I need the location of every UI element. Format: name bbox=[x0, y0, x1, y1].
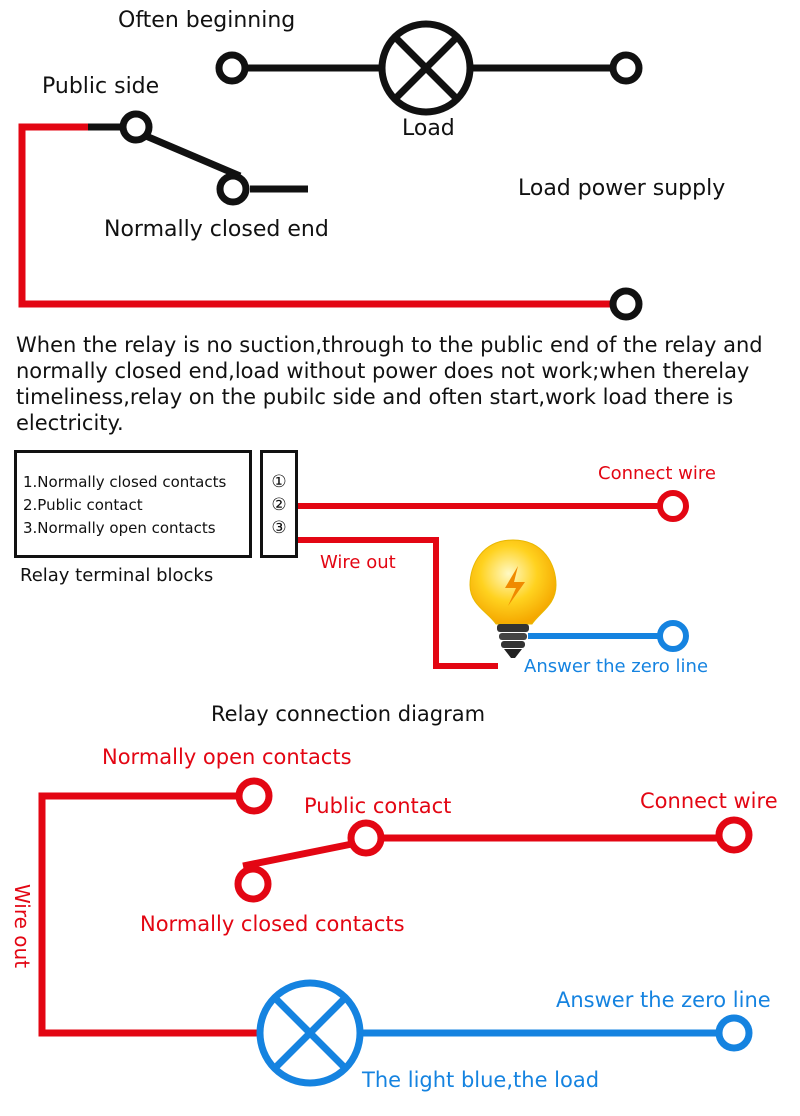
load-lamp-blue-icon bbox=[256, 979, 364, 1087]
connect-wire-terminal bbox=[657, 490, 689, 522]
bottom-wire-out-line bbox=[38, 792, 262, 1037]
terminal-circuit bbox=[298, 490, 689, 669]
zero-line-terminal bbox=[657, 620, 689, 652]
public-side-label: Public side bbox=[42, 74, 160, 99]
zero-line-label: Answer the zero line bbox=[524, 656, 709, 677]
terminal-blocks-caption: Relay terminal blocks bbox=[20, 565, 214, 586]
normally-closed-end-label: Normally closed end bbox=[104, 217, 329, 242]
terminal-item-2: 2.Public contact bbox=[23, 496, 143, 514]
diagram-title: Relay connection diagram bbox=[211, 702, 486, 726]
relay-description: When the relay is no suction,through to … bbox=[16, 333, 763, 435]
load-right-terminal bbox=[609, 51, 643, 85]
connect-wire-label: Connect wire bbox=[598, 463, 716, 484]
terminal-item-3: 3.Normally open contacts bbox=[23, 519, 216, 537]
bottom-zero-line-label: Answer the zero line bbox=[556, 988, 771, 1012]
bottom-connect-wire-terminal bbox=[715, 816, 753, 854]
terminal-number-box: ① ② ③ bbox=[260, 450, 298, 558]
terminal-number-2: ② bbox=[271, 495, 287, 515]
wire-out-line bbox=[298, 537, 498, 669]
often-beginning-terminal bbox=[215, 51, 249, 85]
normally-closed-terminal bbox=[216, 172, 250, 206]
bottom-zero-line-terminal bbox=[715, 1014, 753, 1052]
normally-closed-contact-terminal bbox=[234, 865, 272, 903]
terminal-legend-box: 1.Normally closed contacts 2.Public cont… bbox=[14, 450, 252, 558]
terminal-number-3: ③ bbox=[271, 518, 287, 538]
top-circuit bbox=[18, 20, 643, 321]
load-power-supply-label: Load power supply bbox=[518, 176, 726, 201]
load-lamp-icon bbox=[378, 20, 474, 116]
wire-out-label: Wire out bbox=[320, 552, 396, 573]
normally-open-terminal bbox=[235, 777, 273, 815]
light-bulb-icon bbox=[469, 539, 557, 658]
terminal-item-1: 1.Normally closed contacts bbox=[23, 473, 227, 491]
normally-open-label: Normally open contacts bbox=[102, 745, 352, 769]
often-beginning-label: Often beginning bbox=[118, 8, 296, 33]
switch-blade bbox=[144, 132, 242, 180]
light-blue-load-label: The light blue,the load bbox=[362, 1068, 600, 1092]
bottom-switch-blade bbox=[242, 840, 353, 870]
bottom-connect-wire-label: Connect wire bbox=[640, 789, 778, 813]
bottom-circuit bbox=[38, 777, 753, 1087]
power-supply-terminal bbox=[609, 287, 643, 321]
bottom-wire-out-label: Wire out bbox=[10, 883, 34, 969]
terminal-number-1: ① bbox=[271, 472, 287, 492]
normally-closed-contacts-label: Normally closed contacts bbox=[140, 912, 405, 936]
top-live-wire bbox=[18, 123, 612, 308]
public-side-terminal bbox=[119, 110, 153, 144]
public-contact-label: Public contact bbox=[304, 794, 452, 818]
load-label: Load bbox=[402, 116, 455, 141]
public-contact-terminal bbox=[347, 819, 385, 857]
